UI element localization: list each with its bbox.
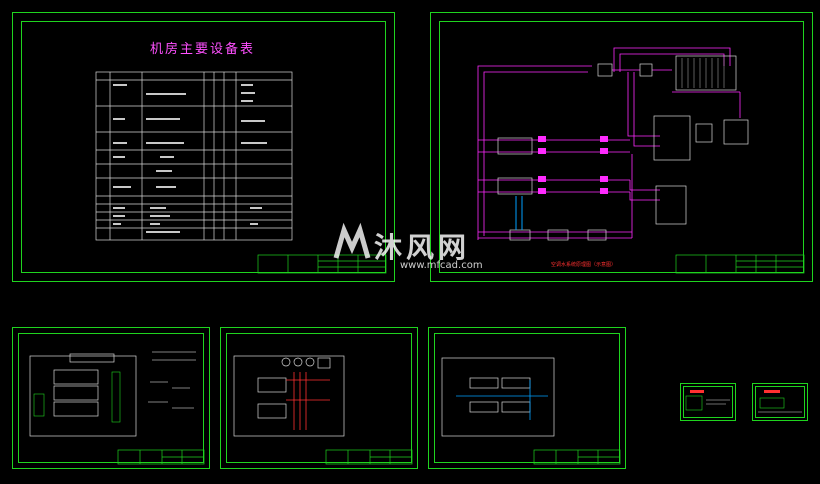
sheet-inner-frame [439, 21, 804, 273]
diagram-caption: 空调水系统原理图（示意图） [551, 262, 617, 268]
sheet-equipment-table[interactable] [12, 12, 395, 282]
sheet-plan-3[interactable] [428, 327, 626, 469]
sheet-inner-frame [21, 21, 386, 273]
sheet-inner-frame [226, 333, 412, 463]
sheet-detail-2[interactable] [752, 383, 808, 421]
sheet-detail-1[interactable] [680, 383, 736, 421]
sheet-plan-1[interactable] [12, 327, 210, 469]
equipment-table-title: 机房主要设备表 [150, 42, 256, 57]
sheet-water-system-diagram[interactable] [430, 12, 813, 282]
sheet-inner-frame [434, 333, 620, 463]
sheet-inner-frame [683, 386, 733, 418]
sheet-inner-frame [18, 333, 204, 463]
sheet-inner-frame [755, 386, 805, 418]
sheet-plan-2[interactable] [220, 327, 418, 469]
